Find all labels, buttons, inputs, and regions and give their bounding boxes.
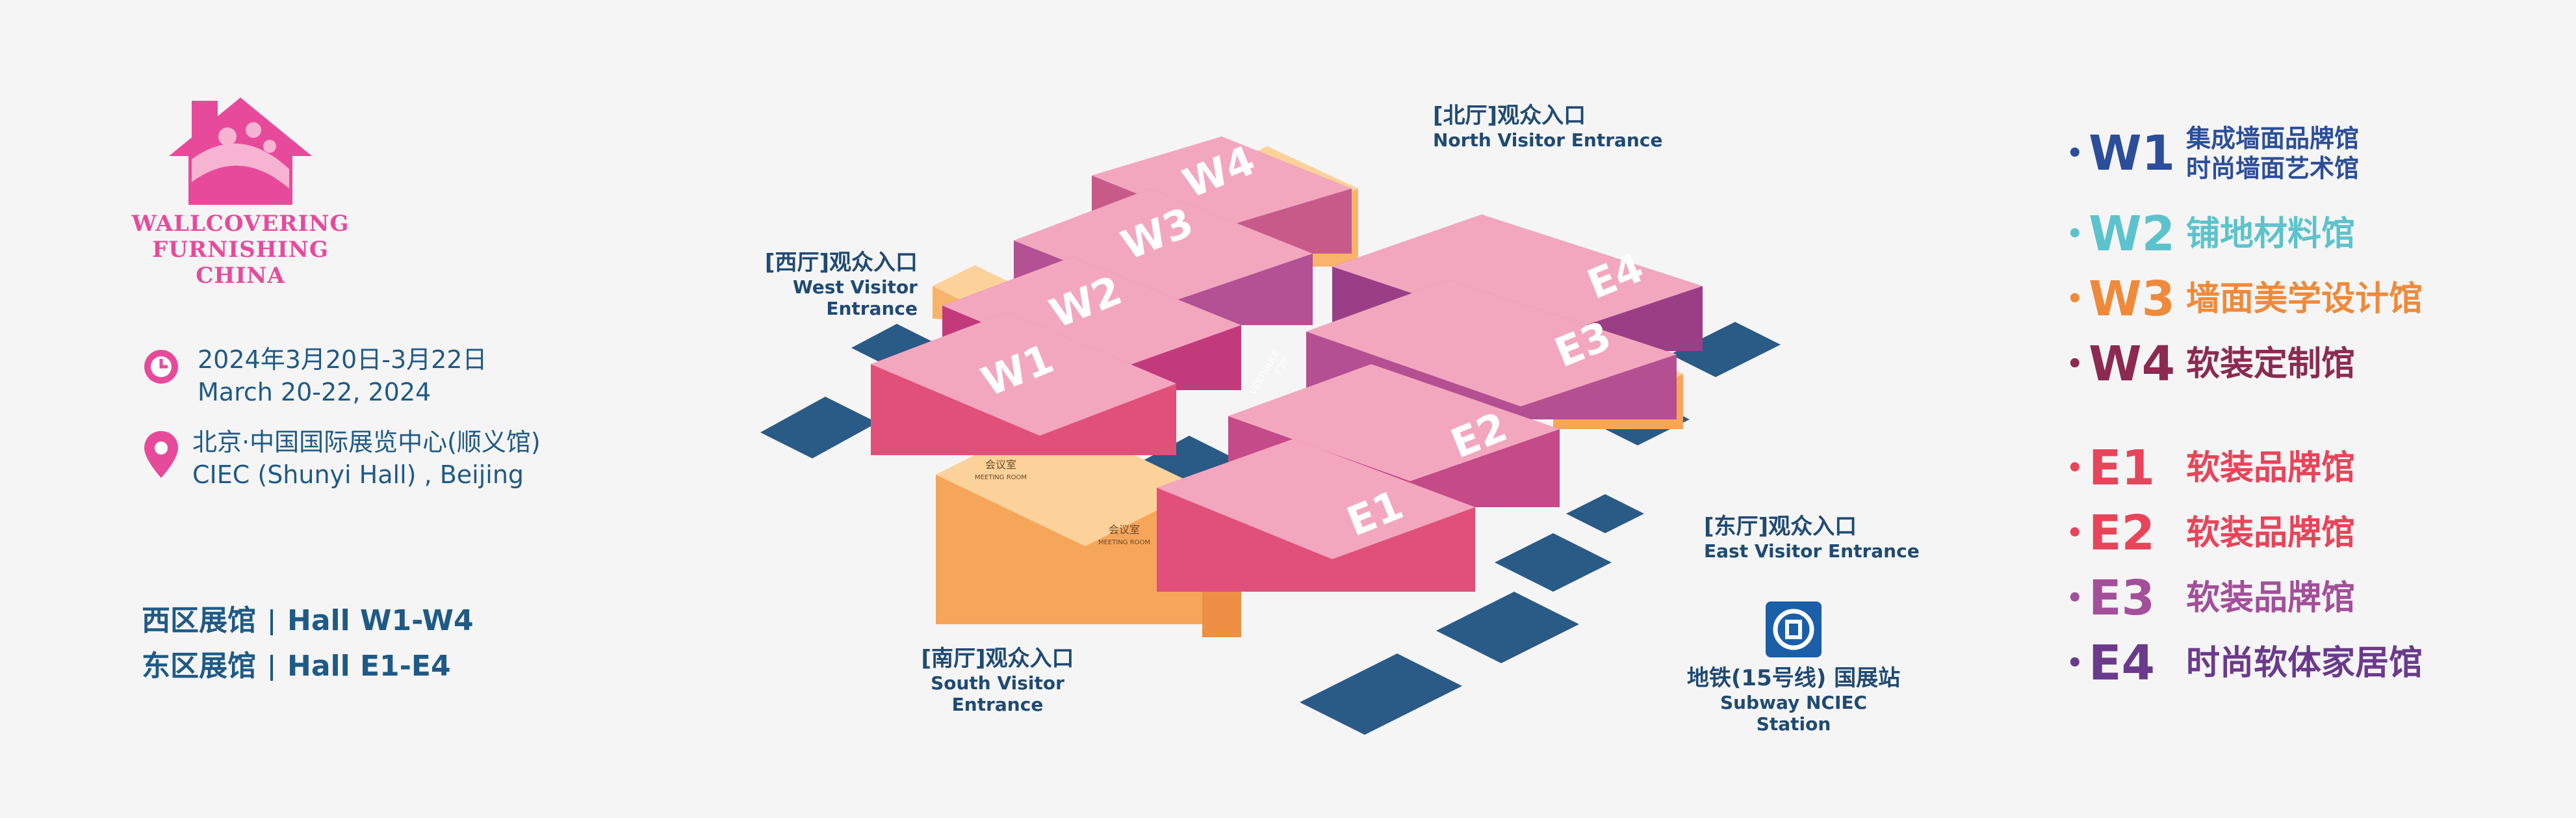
- legend-desc: 时尚软体家居馆: [2186, 644, 2423, 683]
- west-entrance-label: [西厅]观众入口 West Visitor Entrance: [764, 250, 918, 319]
- legend-item-e3: •E3 软装品牌馆: [2067, 572, 2355, 624]
- venue-block: 北京·中国国际展览中心(顺义馆) CIEC (Shunyi Hall) , Be…: [142, 426, 541, 491]
- legend-desc: 墙面美学设计馆: [2186, 280, 2423, 319]
- venue-map: W4 W3 W2 W1 E4 E3 E2 E1 会议室 MEETING ROOM…: [760, 137, 1781, 735]
- venue-cn: 北京·中国国际展览中心(顺义馆): [192, 428, 541, 456]
- meeting-room-label-2: 会议室: [1109, 523, 1140, 536]
- logo-line1: WALLCOVERING: [131, 211, 350, 237]
- legend-item-w2: •W2 铺地材料馆: [2067, 208, 2355, 260]
- legend-item-e1: •E1 软装品牌馆: [2067, 442, 2355, 494]
- meeting-room-en-label-1: MEETING ROOM: [975, 474, 1027, 481]
- legend-desc-line2: 时尚墙面艺术馆: [2186, 154, 2360, 183]
- legend-code: W2: [2089, 206, 2176, 262]
- clock-icon: [144, 350, 178, 384]
- legend-bullet: •: [2067, 219, 2083, 249]
- date-cn: 2024年3月20日-3月22日: [198, 345, 487, 374]
- legend-code: W4: [2089, 336, 2176, 392]
- east-entrance-label: [东厅]观众入口 East Visitor Entrance: [1704, 514, 1920, 562]
- legend-desc: 软装品牌馆: [2186, 449, 2355, 488]
- legend-bullet: •: [2067, 453, 2083, 483]
- date-en: March 20-22, 2024: [198, 378, 431, 406]
- legend-desc-line1: 集成墙面品牌馆: [2186, 124, 2360, 153]
- legend-desc-line1: 墙面美学设计馆: [2186, 280, 2423, 319]
- logo: WALLCOVERING FURNISHING CHINA: [130, 85, 351, 289]
- legend-desc-line1: 软装品牌馆: [2186, 514, 2356, 553]
- venue-en: CIEC (Shunyi Hall) , Beijing: [192, 460, 524, 489]
- legend-bullet: •: [2067, 583, 2083, 613]
- meeting-room-en-label-2: MEETING ROOM: [1098, 539, 1150, 546]
- legend-desc-line1: 时尚软体家居馆: [2186, 644, 2423, 683]
- logo-house-icon: [169, 98, 312, 205]
- date-block: 2024年3月20日-3月22日 March 20-22, 2024: [142, 343, 487, 408]
- legend-bullet: •: [2067, 284, 2083, 314]
- legend-bullet: •: [2067, 648, 2083, 678]
- legend-bullet: •: [2067, 349, 2083, 379]
- hall-w1[interactable]: W1: [871, 312, 1176, 455]
- legend-desc: 铺地材料馆: [2186, 215, 2355, 254]
- legend-code: E1: [2089, 440, 2156, 496]
- subway-station: 地铁(15号线) 国展站 Subway NCIEC Station: [1683, 601, 1904, 735]
- legend-item-w4: •W4 软装定制馆: [2067, 338, 2355, 390]
- legend-code: E4: [2089, 635, 2156, 691]
- meeting-room-label-1: 会议室: [985, 458, 1016, 471]
- legend-code: E3: [2089, 570, 2156, 626]
- hall-e1[interactable]: E1: [1157, 439, 1475, 592]
- legend-item-w3: •W3 墙面美学设计馆: [2067, 273, 2423, 325]
- legend-desc-line1: 软装品牌馆: [2186, 449, 2356, 488]
- legend-item-e2: •E2 软装品牌馆: [2067, 507, 2355, 559]
- legend-desc: 软装品牌馆: [2186, 579, 2355, 618]
- legend-desc: 集成墙面品牌馆时尚墙面艺术馆: [2186, 124, 2359, 183]
- legend-bullet: •: [2067, 139, 2083, 168]
- legend-item-e4: •E4 时尚软体家居馆: [2067, 637, 2423, 689]
- legend-desc: 软装定制馆: [2186, 345, 2355, 384]
- legend-code: E2: [2089, 505, 2156, 561]
- legend-bullet: •: [2067, 518, 2083, 548]
- legend-desc-line1: 软装品牌馆: [2186, 579, 2356, 618]
- location-pin-icon: [144, 431, 178, 478]
- legend-desc: 软装品牌馆: [2186, 514, 2355, 553]
- logo-line2: FURNISHING CHINA: [152, 237, 329, 289]
- legend-code: W3: [2089, 271, 2176, 327]
- legend-code: W1: [2089, 125, 2176, 181]
- north-entrance-label: [北厅]观众入口 North Visitor Entrance: [1433, 103, 1663, 151]
- subway-icon: [1766, 601, 1822, 657]
- legend-desc-line1: 软装定制馆: [2186, 345, 2356, 384]
- legend-desc-line1: 铺地材料馆: [2186, 215, 2356, 254]
- south-entrance-label: [南厅]观众入口 South Visitor Entrance: [921, 646, 1074, 715]
